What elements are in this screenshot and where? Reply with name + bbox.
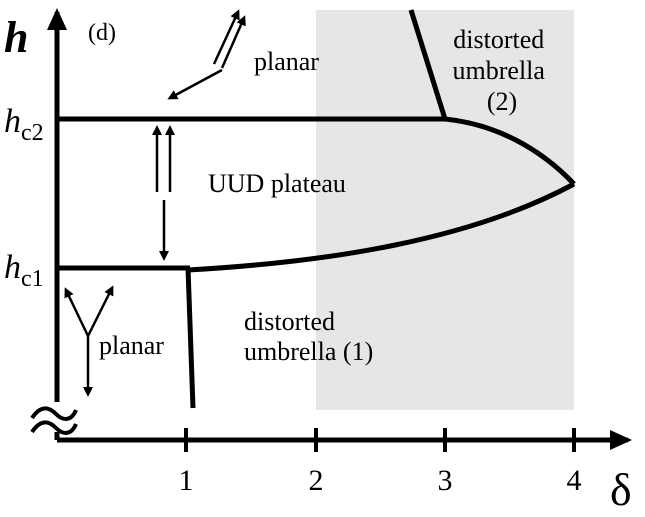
label-distorted-umbrella-2: distorted umbrella (2) bbox=[453, 25, 552, 116]
x-tick-marks bbox=[184, 428, 576, 452]
axis-break-icon bbox=[28, 402, 78, 435]
hc2-label: hc2 bbox=[4, 103, 44, 146]
boundary-upper-lobe bbox=[444, 116, 576, 186]
label-planar-bottom: planar bbox=[99, 331, 164, 360]
x-tick-label-3: 3 bbox=[438, 464, 453, 497]
hc1-label: hc1 bbox=[4, 249, 44, 292]
panel-label: (d) bbox=[88, 20, 116, 46]
spin-arrows-uud-icon bbox=[152, 125, 175, 261]
label-distorted-umbrella-1: distorted umbrella (1) bbox=[244, 307, 373, 366]
spin-arrows-planar-bottom-icon bbox=[64, 285, 114, 397]
x-axis-label: δ bbox=[610, 464, 632, 512]
x-tick-label-1: 1 bbox=[179, 464, 194, 497]
y-axis-label: h bbox=[4, 13, 28, 62]
x-tick-label-4: 4 bbox=[567, 464, 582, 497]
spin-arrows-planar-top-icon bbox=[167, 9, 246, 100]
shaded-region bbox=[316, 10, 574, 410]
label-planar-top: planar bbox=[254, 47, 319, 76]
boundary-lower-lobe bbox=[187, 181, 576, 273]
boundary-planar-umbrella1 bbox=[185, 267, 196, 409]
phase-boundaries bbox=[57, 9, 576, 409]
boundary-umbrella2 bbox=[408, 9, 448, 120]
x-tick-label-2: 2 bbox=[309, 464, 324, 497]
label-uud-plateau: UUD plateau bbox=[208, 169, 346, 198]
